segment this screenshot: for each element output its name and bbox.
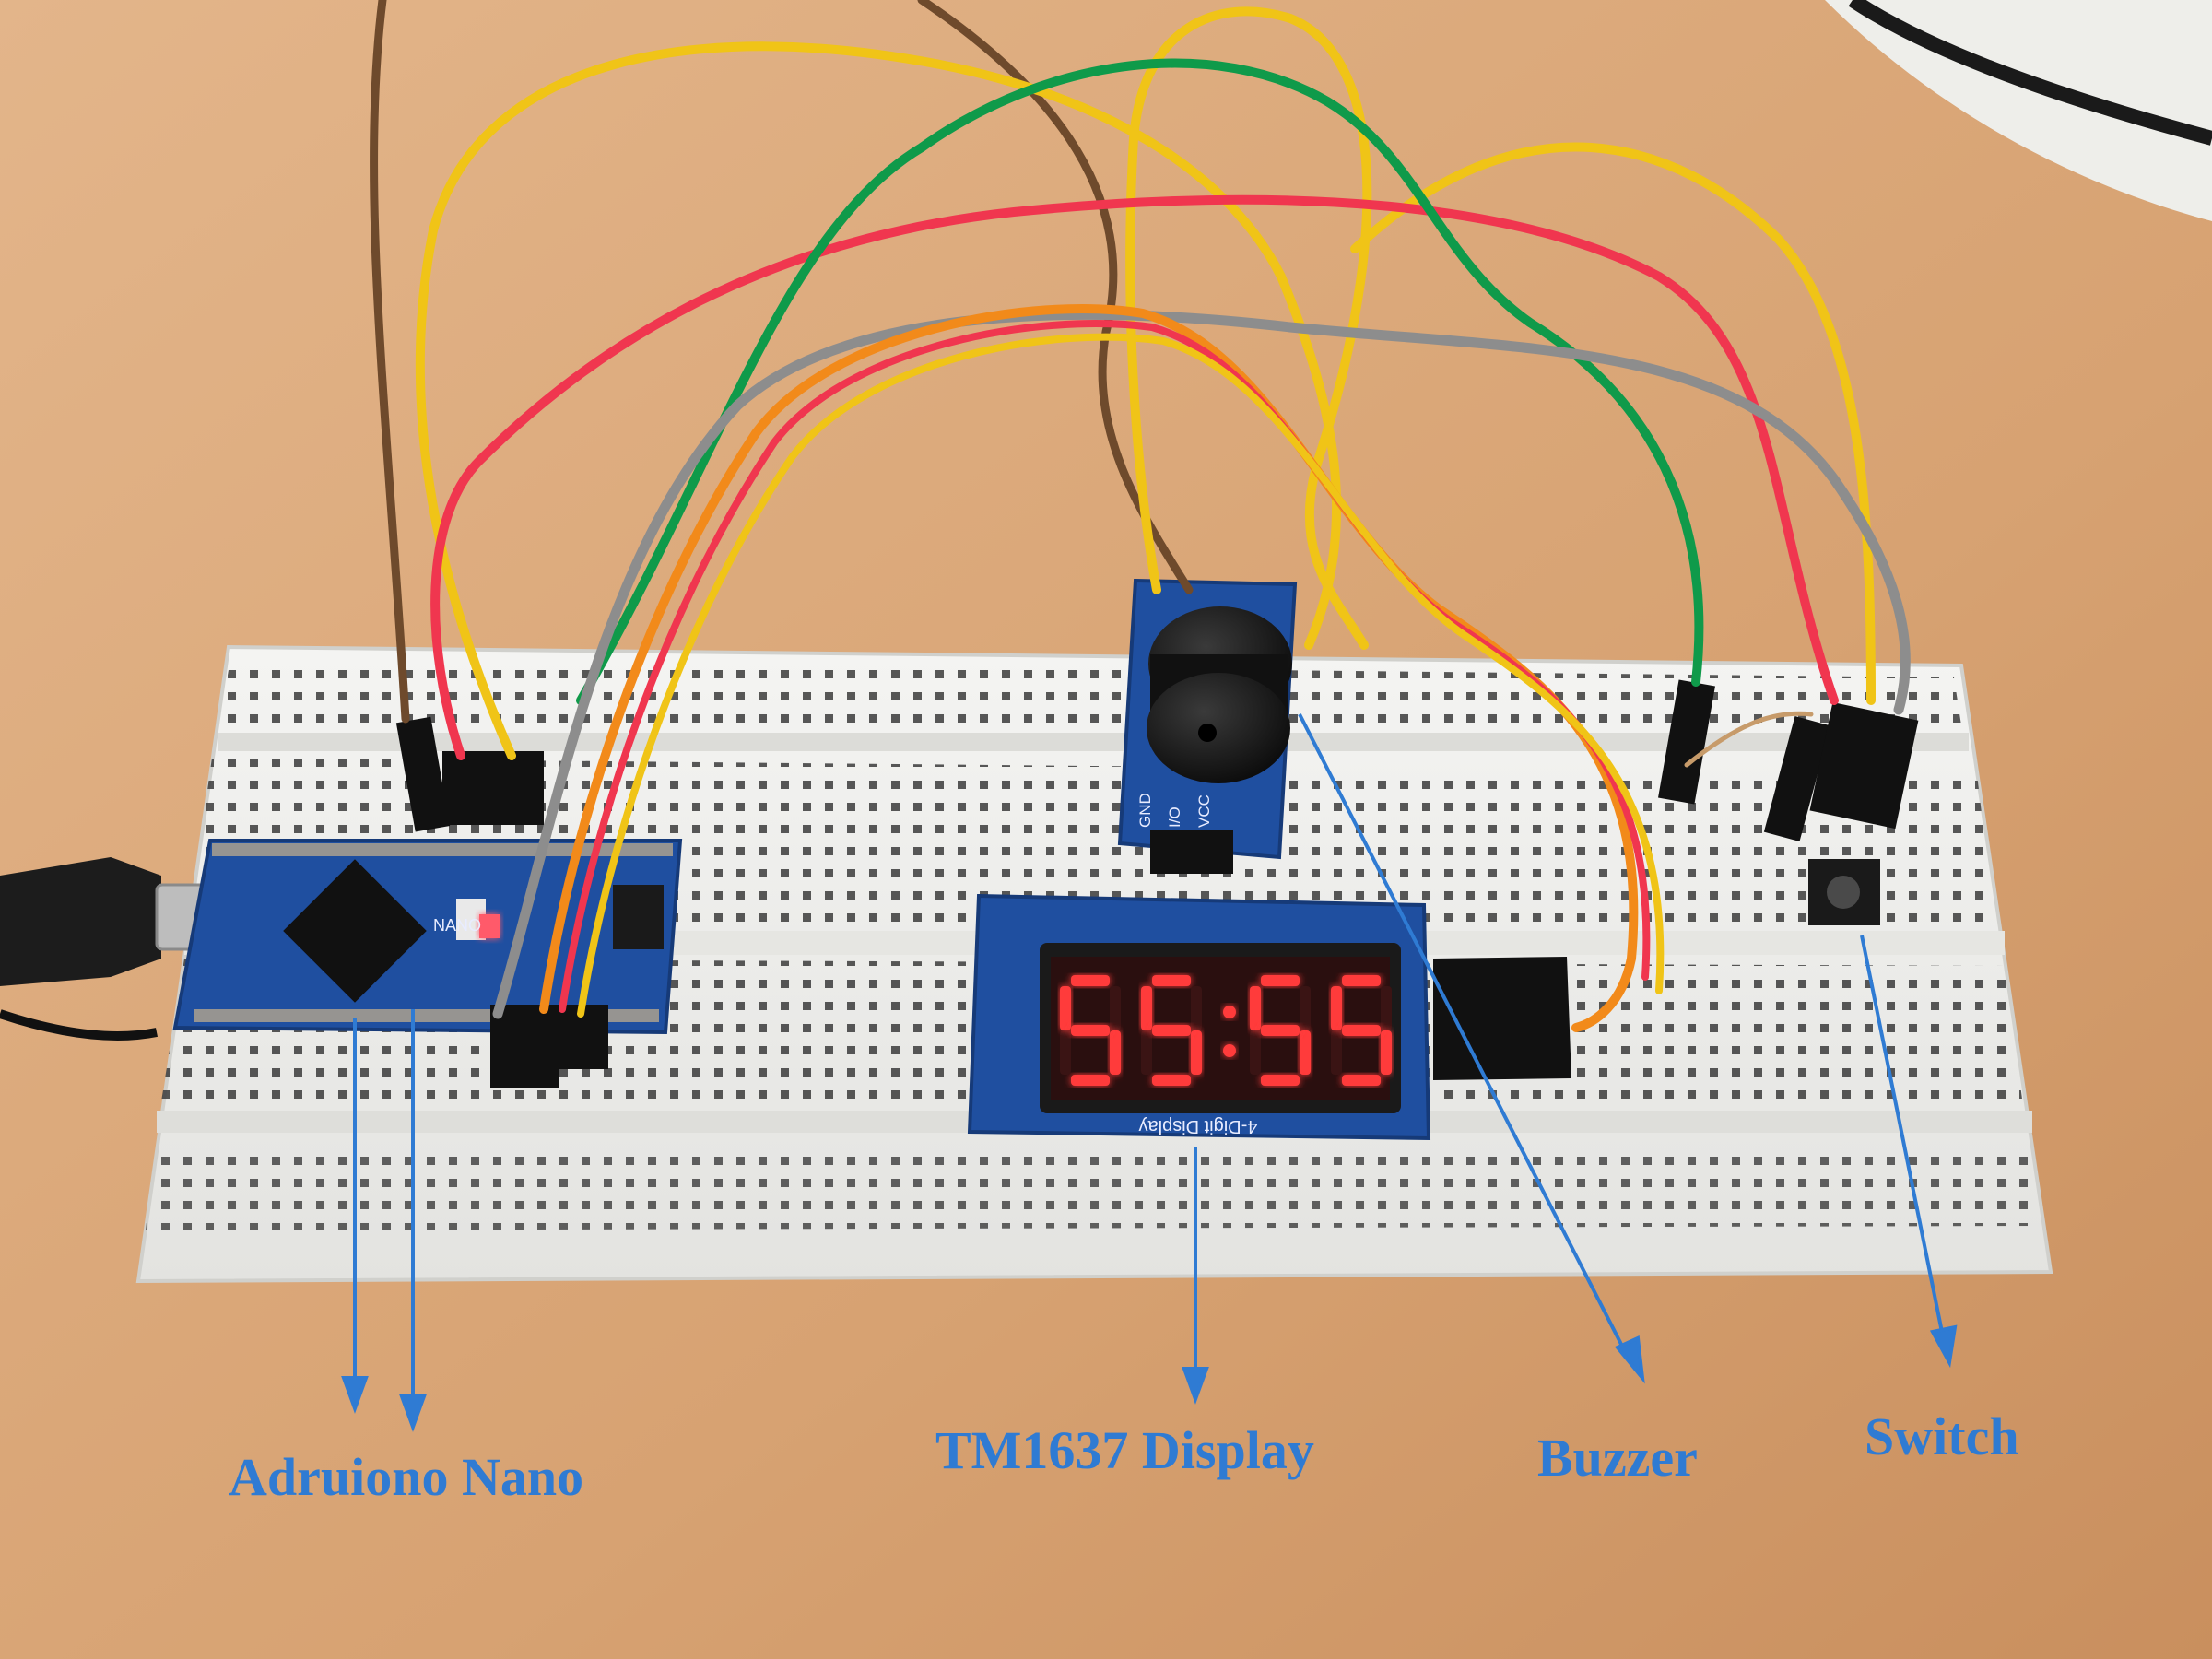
digit-2-seg-e — [1250, 1030, 1261, 1075]
label-arduino-nano: Adruiono Nano — [229, 1447, 584, 1507]
digit-1-seg-g — [1152, 1025, 1191, 1036]
seven-segment-digits — [1060, 975, 1392, 1086]
colon-dot-0 — [1223, 1006, 1236, 1018]
digit-1-seg-a — [1152, 975, 1191, 986]
wire-orange — [539, 304, 1639, 1032]
tm1637-display-module: 4-Digit Display — [967, 893, 1571, 1141]
arrowhead-switch — [1929, 1324, 1958, 1369]
black-cable-top — [1848, 0, 2212, 146]
arrowhead-buzzer — [1614, 1335, 1645, 1384]
digit-0-seg-e — [1060, 1030, 1071, 1075]
buzzer-pin-io: I/O — [1166, 806, 1183, 828]
annotation-arrows — [341, 713, 1958, 1432]
digit-2-seg-b — [1300, 986, 1311, 1030]
digit-0-seg-a — [1071, 975, 1110, 986]
push-switch — [1808, 859, 1880, 925]
digit-3-seg-a — [1342, 975, 1381, 986]
jumper-wires — [370, 0, 1911, 1032]
digit-0-seg-c — [1110, 1030, 1121, 1075]
white-object — [1825, 0, 2212, 221]
digit-1-seg-e — [1141, 1030, 1152, 1075]
jumper-connectors — [395, 679, 1919, 1088]
colon-dot-1 — [1223, 1044, 1236, 1057]
digit-0-seg-g — [1071, 1025, 1110, 1036]
digit-2-seg-d — [1261, 1075, 1300, 1086]
arduino-nano-board: NANO — [172, 839, 683, 1035]
digit-3-seg-c — [1381, 1030, 1392, 1075]
digit-3-seg-e — [1331, 1030, 1342, 1075]
digit-3-seg-f — [1331, 986, 1342, 1030]
arrowhead-nano-1 — [341, 1376, 369, 1414]
digit-0-seg-f — [1060, 986, 1071, 1030]
digit-2-seg-f — [1250, 986, 1261, 1030]
digit-2-seg-a — [1261, 975, 1300, 986]
arrowhead-display — [1182, 1367, 1209, 1405]
digit-1-seg-b — [1191, 986, 1202, 1030]
digit-2-seg-g — [1261, 1025, 1300, 1036]
arrowhead-nano-2 — [399, 1394, 427, 1432]
digit-1-seg-f — [1141, 986, 1152, 1030]
nano-silkscreen: NANO — [433, 916, 481, 935]
buzzer-pin-vcc: VCC — [1195, 794, 1213, 828]
wire-gray — [492, 309, 1911, 1019]
wire-brown-left — [370, 0, 410, 724]
buzzer-pin-gnd: GND — [1136, 793, 1154, 828]
label-tm1637-display: TM1637 Display — [935, 1420, 1314, 1480]
display-silkscreen: 4-Digit Display — [1139, 1116, 1258, 1136]
wire-red — [430, 194, 1839, 760]
digit-2-seg-c — [1300, 1030, 1311, 1075]
digit-3-seg-b — [1381, 986, 1392, 1030]
wire-green — [576, 58, 1704, 705]
wire-yellow-left — [415, 41, 1342, 760]
wire-resistor-lead — [1684, 711, 1814, 768]
digit-0-seg-d — [1071, 1075, 1110, 1086]
digit-0-seg-b — [1110, 986, 1121, 1030]
digit-3-seg-g — [1342, 1025, 1381, 1036]
digit-3-seg-d — [1342, 1075, 1381, 1086]
digit-1-seg-c — [1191, 1030, 1202, 1075]
label-buzzer: Buzzer — [1537, 1428, 1698, 1488]
digit-1-seg-d — [1152, 1075, 1191, 1086]
arrow-buzzer — [1298, 713, 1633, 1365]
label-switch: Switch — [1865, 1406, 2019, 1466]
buzzer-module: GND I/O VCC — [1117, 578, 1298, 874]
wire-yellow-ribbon — [577, 333, 1665, 1018]
arrow-switch — [1860, 935, 1947, 1347]
